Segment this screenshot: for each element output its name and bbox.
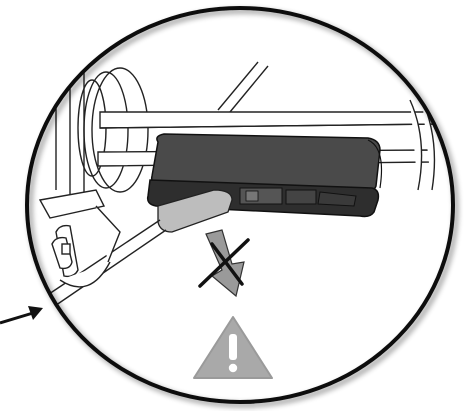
machine-line-drawing — [38, 61, 441, 313]
crossed-out-arrow-icon — [198, 229, 250, 298]
gray-tab — [157, 189, 233, 233]
lower-mechanism — [38, 189, 167, 313]
right-roller-end — [409, 99, 436, 191]
magnifier-circle — [25, 6, 455, 404]
callout-arrow-icon — [0, 306, 43, 325]
diagonal-strut — [217, 61, 269, 113]
upper-rail — [99, 111, 441, 129]
warning-triangle-icon — [193, 316, 273, 379]
